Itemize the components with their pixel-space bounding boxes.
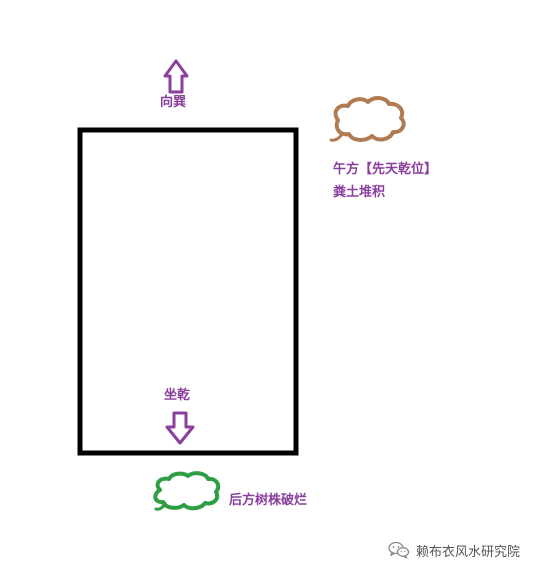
label-facing-xun: 向巽 bbox=[160, 95, 187, 110]
watermark: 赖布衣风水研究院 bbox=[388, 540, 520, 560]
arrow-down-icon bbox=[165, 411, 195, 445]
dung-pile-cloud-icon bbox=[329, 96, 406, 142]
label-wu-direction: 午方【先天乾位】 bbox=[333, 162, 438, 177]
watermark-text: 赖布衣风水研究院 bbox=[416, 544, 521, 560]
label-dung-pile: 粪土堆积 bbox=[333, 185, 386, 200]
label-rear-trees: 后方树株破烂 bbox=[229, 493, 308, 508]
broken-trees-cloud-icon bbox=[153, 471, 221, 511]
label-sitting-qian: 坐乾 bbox=[164, 388, 191, 403]
arrow-up-icon bbox=[163, 59, 189, 94]
wechat-icon bbox=[388, 541, 410, 559]
building-outline bbox=[77, 127, 299, 456]
